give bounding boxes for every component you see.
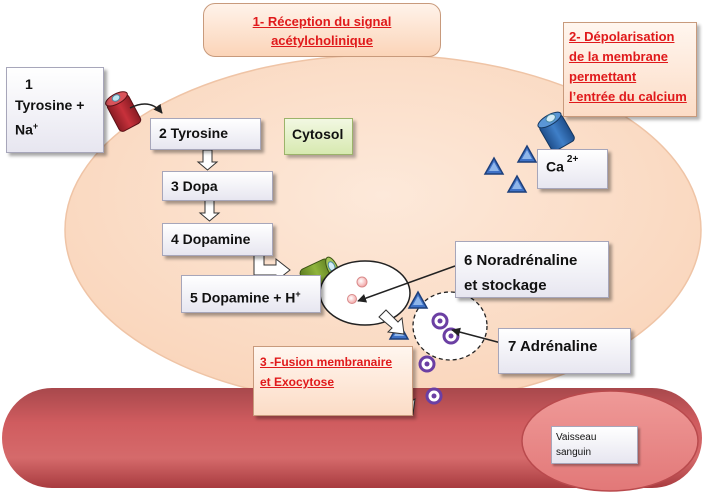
curved-arrow	[129, 103, 163, 114]
step4-box: 4 Dopamine	[162, 223, 273, 256]
vessel-label-box: Vaisseau sanguin	[551, 426, 638, 464]
depolarisation-line3: permettant	[569, 69, 637, 84]
cytosol-box: Cytosol	[284, 118, 353, 155]
step7-label: 7 Adrénaline	[508, 338, 598, 355]
step5-charge: +	[295, 289, 301, 299]
calcium-ion	[516, 144, 538, 163]
depolarisation-line1: 2- Dépolarisation	[569, 29, 675, 44]
calcium-ion	[506, 174, 528, 193]
depolarisation-line4: l’entrée du calcium	[569, 89, 687, 104]
arrow-2-to-3	[196, 149, 219, 171]
step6-line2: et stockage	[464, 277, 547, 294]
adrenaline-molecule	[425, 387, 443, 405]
blood-vessel	[2, 388, 702, 488]
step3-box: 3 Dopa	[162, 171, 273, 201]
noradrenaline-molecule	[347, 294, 357, 304]
storage-vesicle	[319, 260, 411, 326]
pointer-noradrenaline	[357, 265, 456, 303]
reception-box: 1- Réception du signal acétylcholinique	[203, 3, 441, 57]
arrow-3-to-4	[198, 199, 221, 222]
fusion-line2: et Exocytose	[260, 375, 335, 389]
step1-text: Tyrosine +	[15, 97, 85, 113]
step6-box: 6 Noradrénaline et stockage	[455, 241, 609, 298]
calcium-channel	[537, 111, 575, 152]
acetylcholine-receptor	[105, 91, 142, 132]
step3-label: 3 Dopa	[171, 178, 218, 194]
depolarisation-line2: de la membrane	[569, 49, 668, 64]
noradrenaline-molecule	[356, 276, 368, 288]
step7-box: 7 Adrénaline	[498, 328, 631, 374]
calcium-charge: 2+	[566, 154, 579, 165]
step1-ion-symbol: Na	[15, 121, 33, 138]
cytosol-label: Cytosol	[292, 126, 344, 142]
step1-ion-charge: +	[32, 121, 39, 131]
exocytosis-vesicle	[412, 291, 488, 361]
adrenaline-molecule	[418, 355, 436, 373]
step6-line1: 6 Noradrénaline	[464, 252, 578, 269]
calcium-ion	[483, 156, 505, 175]
vessel-line2: sanguin	[556, 447, 592, 458]
step5-box: 5 Dopamine + H+	[181, 275, 321, 313]
step4-label: 4 Dopamine	[171, 231, 251, 247]
step1-number: 1	[25, 76, 33, 92]
calcium-ion	[407, 290, 429, 309]
step2-label: 2 Tyrosine	[159, 125, 228, 141]
fusion-box: 3 -Fusion membranaire et Exocytose	[253, 346, 413, 416]
depolarisation-box: 2- Dépolarisation de la membrane permett…	[563, 22, 697, 117]
pointer-adrenaline	[451, 327, 506, 345]
reception-line1: 1- Réception du signal	[252, 14, 392, 29]
calcium-label: Ca	[546, 158, 564, 175]
fusion-line1: 3 -Fusion membranaire	[260, 355, 393, 369]
vessel-line1: Vaisseau	[556, 432, 597, 443]
step5-label: 5 Dopamine + H	[190, 289, 296, 306]
reception-line2: acétylcholinique	[271, 33, 373, 48]
step1-box: 1 Tyrosine + Na+	[6, 67, 104, 153]
arrow-to-exocytosis	[378, 309, 405, 335]
step2-box: 2 Tyrosine	[150, 118, 261, 150]
step1-ion: Na+	[15, 116, 103, 141]
adrenaline-molecule	[431, 312, 449, 330]
